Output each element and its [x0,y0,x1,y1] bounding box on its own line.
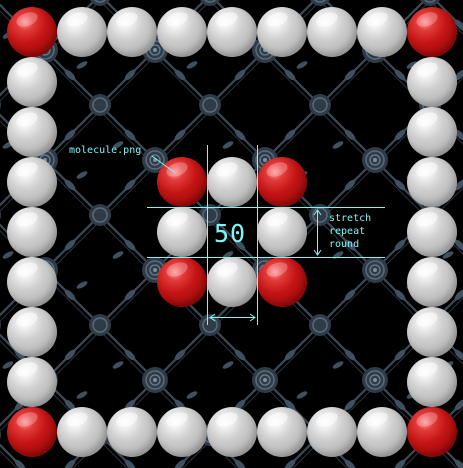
molecule-ball [257,257,307,307]
edge-ball [207,407,257,457]
molecule-ball [257,207,307,257]
edge-ball [407,57,457,107]
image-filename-label: molecule.png [69,145,142,156]
edge-ball [7,157,57,207]
edge-ball [7,357,57,407]
edge-ball [257,407,307,457]
slice-size-label: 50 [214,219,247,248]
molecule-ball [207,157,257,207]
corner-ball [7,407,57,457]
edge-ball [57,7,107,57]
edge-ball [157,7,207,57]
edge-ball [407,257,457,307]
height-arrow [313,209,322,256]
molecule-ball [157,257,207,307]
edge-ball [7,57,57,107]
repeat-mode-list: stretch repeat round [329,212,371,251]
repeat-mode-stretch: stretch [329,213,372,224]
molecule-ball [157,207,207,257]
edge-ball [7,257,57,307]
edge-ball [107,7,157,57]
corner-ball [407,407,457,457]
corner-ball [7,7,57,57]
edge-ball [407,157,457,207]
width-arrow [209,313,256,322]
edge-ball [7,307,57,357]
edge-ball [407,207,457,257]
edge-ball [407,357,457,407]
edge-ball [307,407,357,457]
edge-ball [57,407,107,457]
label-leader-line [151,155,175,173]
edge-ball [157,407,207,457]
edge-ball [7,207,57,257]
edge-ball [257,7,307,57]
edge-ball [357,7,407,57]
molecule-ball [207,257,257,307]
repeat-mode-round: round [329,239,360,250]
edge-ball [407,107,457,157]
edge-ball [407,307,457,357]
edge-ball [107,407,157,457]
edge-ball [357,407,407,457]
edge-ball [207,7,257,57]
molecule-ball [257,157,307,207]
edge-ball [7,107,57,157]
repeat-mode-repeat: repeat [329,226,366,237]
corner-ball [407,7,457,57]
edge-ball [307,7,357,57]
